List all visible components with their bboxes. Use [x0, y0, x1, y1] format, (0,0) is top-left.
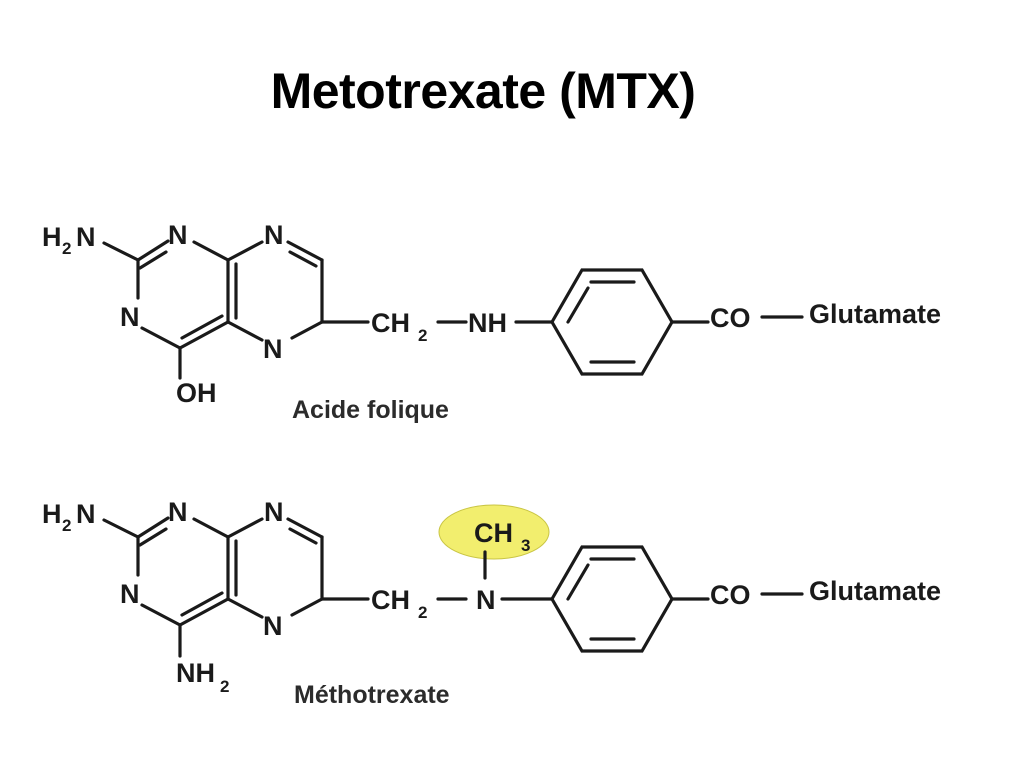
slide-title: Metotrexate (MTX) — [270, 63, 696, 119]
atom-subscript: 2 — [418, 603, 427, 622]
atom-label: CO — [710, 303, 751, 333]
atom-label: N — [76, 222, 96, 252]
methyl-highlight — [438, 504, 550, 560]
atom-label: N — [76, 499, 96, 529]
bond — [288, 250, 318, 268]
bond — [226, 517, 264, 539]
bond — [192, 240, 230, 262]
bond — [102, 518, 140, 539]
folic-acid-structure: H 2 N N N N N OH CH 2 NH CO Glutamate Ac… — [42, 220, 941, 424]
atom-label: N — [264, 497, 284, 527]
bond — [102, 241, 140, 262]
bond — [290, 597, 324, 617]
bond — [178, 597, 230, 627]
atom-label: N — [264, 220, 284, 250]
bond — [136, 239, 170, 262]
atom-label: H — [42, 222, 62, 252]
bond — [180, 314, 224, 340]
benzene-ring — [550, 268, 674, 376]
atom-label: OH — [176, 378, 217, 408]
bond — [566, 563, 590, 601]
atom-label: N — [120, 579, 140, 609]
atom-subscript: 2 — [418, 326, 427, 345]
atom-label: Glutamate — [809, 576, 941, 606]
atom-label: CH — [371, 308, 410, 338]
bond — [226, 597, 264, 619]
atom-label: CO — [710, 580, 751, 610]
atom-label: CH — [474, 518, 513, 548]
atom-subscript: 2 — [220, 677, 229, 696]
bond — [286, 240, 324, 262]
molecule-name: Méthotrexate — [294, 681, 450, 709]
bond — [140, 603, 182, 627]
bond — [140, 326, 182, 350]
bond — [226, 320, 264, 342]
atom-subscript: 3 — [521, 536, 530, 555]
bond — [178, 320, 230, 350]
bond — [136, 516, 170, 539]
atom-label: N — [120, 302, 140, 332]
atom-label: N — [476, 585, 496, 615]
methotrexate-structure: H 2 N N N N N NH 2 CH 2 N CH 3 CO Glutam… — [42, 497, 941, 709]
bond — [566, 286, 590, 324]
bond — [290, 320, 324, 340]
benzene-ring — [550, 545, 674, 653]
bond — [192, 517, 230, 539]
atom-subscript: 2 — [62, 239, 71, 258]
bond — [288, 527, 318, 545]
atom-label: CH — [371, 585, 410, 615]
bond — [226, 240, 264, 262]
atom-label: Glutamate — [809, 299, 941, 329]
atom-subscript: 2 — [62, 516, 71, 535]
atom-label: NH — [176, 658, 215, 688]
molecule-name: Acide folique — [292, 396, 449, 424]
atom-label: N — [168, 220, 188, 250]
bond — [138, 250, 168, 270]
atom-label: N — [263, 611, 283, 641]
bond — [138, 527, 168, 547]
bond — [180, 591, 224, 617]
atom-label: N — [168, 497, 188, 527]
atom-label: H — [42, 499, 62, 529]
atom-label: NH — [468, 308, 507, 338]
atom-label: N — [263, 334, 283, 364]
bond — [286, 517, 324, 539]
